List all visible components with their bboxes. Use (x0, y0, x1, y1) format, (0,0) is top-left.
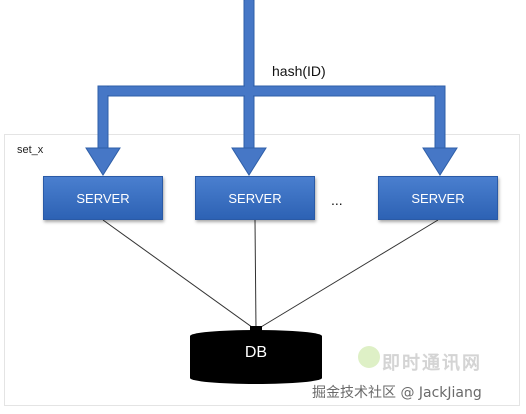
arrowhead-left (85, 147, 121, 176)
server-label: SERVER (228, 190, 282, 206)
hash-label: hash(ID) (272, 63, 326, 79)
server-label: SERVER (411, 190, 465, 206)
ellipsis: ... (331, 192, 343, 208)
server-box-2: SERVER (195, 176, 315, 220)
arrowhead-right (422, 147, 458, 176)
left-branch (97, 85, 109, 151)
set-label: set_x (17, 144, 44, 156)
connector-line-1 (102, 219, 257, 331)
db-cylinder (190, 326, 322, 384)
arrowhead-middle (231, 147, 267, 176)
server-label: SERVER (76, 190, 130, 206)
server-box-3: SERVER (378, 176, 498, 220)
watermark-site: 即时通讯网 (382, 353, 482, 374)
watermark-credit: 掘金技术社区 @ JackJiang (312, 385, 482, 401)
server-box-1: SERVER (43, 176, 163, 220)
connector-line-2 (254, 219, 257, 331)
set-container (4, 134, 520, 406)
db-label: DB (244, 344, 268, 361)
right-branch (434, 85, 446, 151)
connector-line-3 (255, 219, 439, 331)
watermark-logo-icon (358, 346, 380, 368)
